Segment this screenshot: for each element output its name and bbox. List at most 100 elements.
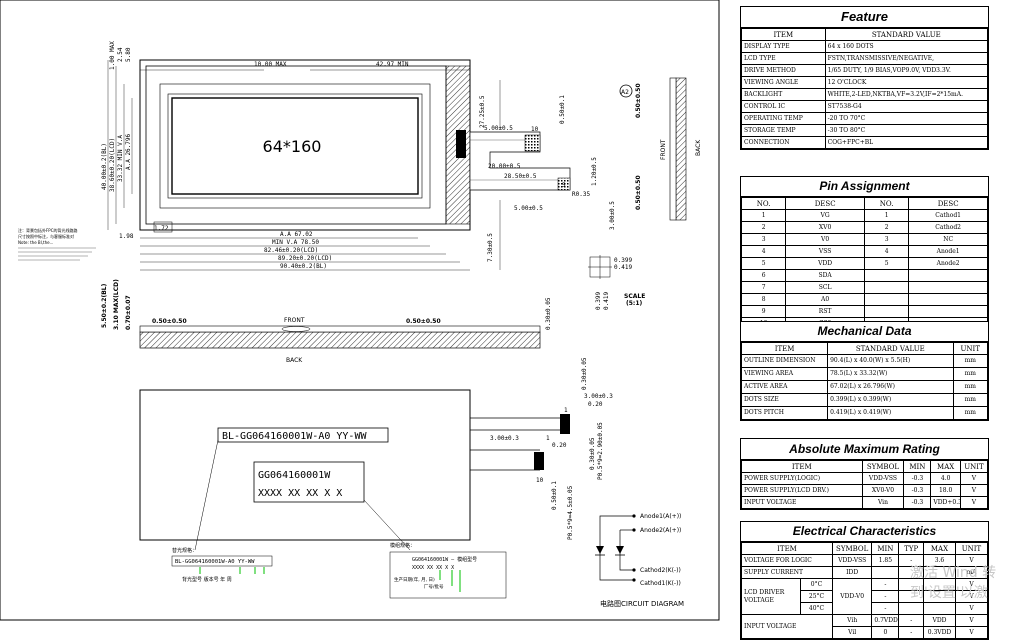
mech-col-unit: UNIT	[952, 342, 989, 355]
dim-h100: 1.00 MAX	[109, 41, 116, 70]
dim-b4: 89.20±0.20(LCD)	[278, 255, 332, 262]
callout-1-title: 替光规格：	[172, 547, 197, 554]
pin-no: 5	[740, 257, 787, 270]
feature-value: COG+FPC+BL	[824, 136, 989, 149]
lcd-text: 64*160	[263, 137, 322, 156]
dot-size-v: 0.399	[595, 292, 602, 310]
label-box-1	[217, 427, 389, 443]
lcd-tab	[153, 221, 173, 233]
front-label-bottom: FRONT	[284, 317, 305, 324]
elec-min: 0	[871, 626, 900, 639]
absmax-item: POWER SUPPLY(LOGIC)	[741, 472, 863, 485]
feature-value: FSTN,TRANSMISSIVE/NEGATIVE,	[824, 52, 989, 65]
side-view-bottom: FRONT BACK 0.50±0.50 0.50±0.50 5.50±0.2(…	[101, 279, 552, 364]
dot-scale: 0.399 0.419 0.399 0.419 SCALE (5:1)	[588, 255, 645, 310]
dim-b1: A.A 67.02	[280, 231, 313, 238]
activation-watermark: 激活 Wind 转到'设置'以激	[910, 565, 997, 601]
pin-no: 3	[863, 233, 910, 246]
pin-no: 7	[740, 281, 787, 294]
elec-symbol: VDD-VSS	[831, 554, 873, 567]
elec-unit: V	[954, 602, 989, 615]
absmax-max: 4.0	[930, 472, 961, 485]
elec-unit: V	[954, 626, 989, 639]
feature-item: STORAGE TEMP	[741, 124, 826, 137]
fpc-pads-1	[524, 134, 541, 152]
elec-symbol: IDD	[831, 566, 873, 579]
feature-item: LCD TYPE	[741, 52, 826, 65]
absmax-symbol: VDD-VSS	[861, 472, 905, 485]
feature-value: 1/65 DUTY, 1/9 BIAS,VOP9.0V, VDD3.3V.	[824, 64, 989, 77]
dim-r8: 5.00±0.5	[514, 205, 543, 212]
feature-value: 64 x 160 DOTS	[824, 40, 989, 53]
dim-r5: 28.50±0.5	[504, 173, 537, 180]
pin-no	[863, 305, 910, 318]
pin-desc: VSS	[785, 245, 865, 258]
dim-c2: 0.20	[588, 401, 603, 408]
dim-r7: 1.20±0.5	[591, 157, 598, 186]
pin-desc: SDA	[785, 269, 865, 282]
dim-r6: 5	[562, 182, 566, 189]
pin-col-no-2: NO.	[863, 197, 910, 210]
mech-item: ACTIVE AREA	[740, 380, 829, 394]
mech-value: 0.399(L) x 0.399(W)	[827, 393, 954, 407]
pin-desc: XV0	[785, 221, 865, 234]
pin-no: 5	[863, 257, 910, 270]
callout-2-title: 模组规格：	[390, 542, 415, 549]
dim-v3: 33.32 MIN V.A	[117, 135, 124, 182]
dim-v6: 7.30±0.5	[487, 233, 494, 262]
elec-col-unit: UNIT	[954, 542, 989, 555]
top-dimension-labels: 10.00 MAX 42.97 MIN A.A 67.02 MIN V.A 78…	[119, 61, 590, 270]
pin-desc: Cathod2	[908, 221, 988, 234]
circuit-diagram-label: 电路图CIRCUIT DIAGRAM	[600, 599, 684, 608]
pin-col-desc-2: DESC	[908, 197, 988, 210]
pin-no	[863, 269, 910, 282]
dim-b7: 1.72	[154, 225, 169, 232]
scale-value: (5:1)	[626, 300, 642, 307]
module-callout: 模组规格： GG064160001W — 模组型号 XXXX XX XX X X…	[389, 542, 507, 599]
dim-c10: P0.5*9=2.90±0.05	[597, 422, 604, 480]
mech-unit: mm	[952, 406, 989, 420]
elec-min: -	[871, 578, 900, 591]
dim-c8: 0.50±0.1	[551, 481, 558, 510]
mech-col-value: STANDARD VALUE	[827, 342, 954, 355]
absmax-symbol: Vin	[861, 496, 905, 509]
dim-r2: 10	[531, 126, 539, 133]
dim-r9: 3.00±0.5	[609, 201, 616, 230]
elec-drv-label: LCD DRIVER VOLTAGE	[740, 578, 802, 615]
absmax-col-max: MAX	[930, 460, 961, 473]
mech-item: DOTS PITCH	[740, 406, 829, 420]
dim-side-2: 0.50±0.50	[635, 175, 642, 210]
absmax-symbol: XV0-V0	[861, 484, 905, 497]
pin-desc: V0	[785, 233, 865, 246]
pin-desc: A0	[785, 293, 865, 306]
cathode1-label: Cathod1(K(-))	[640, 580, 681, 587]
dim-r3: 0.50±0.1	[559, 95, 566, 124]
dim-s2: 3.10 MAX(LCD)	[113, 279, 120, 330]
pin-desc: Anode1	[908, 245, 988, 258]
pin-no: 2	[740, 221, 787, 234]
dim-c3: 3.00±0.3	[490, 435, 519, 442]
feature-item: VIEWING ANGLE	[741, 76, 826, 89]
elec-col-symbol: SYMBOL	[831, 542, 873, 555]
absmax-col-item: ITEM	[741, 460, 863, 473]
absmax-min: -0.3	[903, 484, 932, 497]
elec-col-min: MIN	[871, 542, 900, 555]
dim-r10: R0.35	[572, 191, 590, 198]
elec-typ	[898, 602, 924, 615]
pin-desc: SCL	[785, 281, 865, 294]
pin-no: 4	[863, 245, 910, 258]
dim-c7: 10	[536, 477, 544, 484]
pin-desc: Anode2	[908, 257, 988, 270]
